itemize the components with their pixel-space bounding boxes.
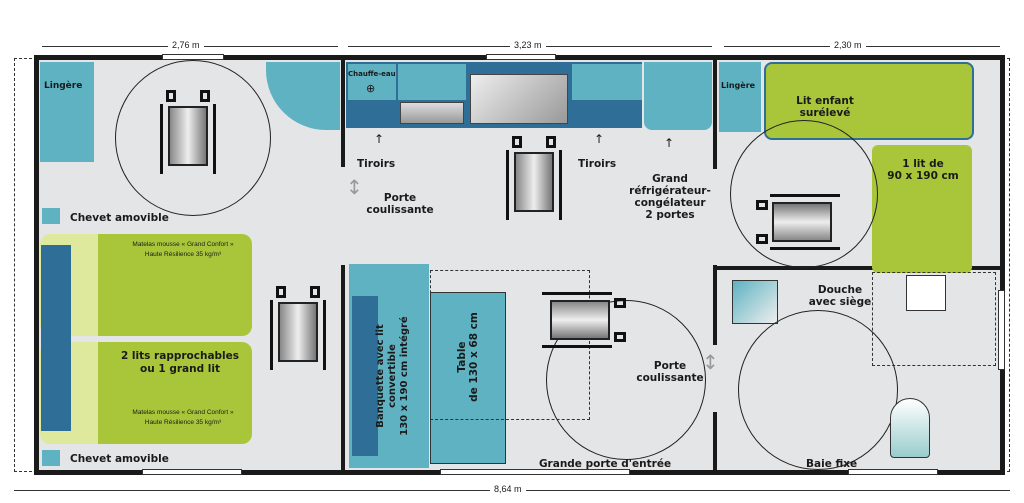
drawers-label-left: Tiroirs <box>357 158 396 170</box>
mattress-note: Matelas mousse « Grand Confort » <box>132 241 234 248</box>
wheelchair-icon <box>756 194 856 250</box>
beds-label: ou 1 grand lit <box>140 363 220 375</box>
sliding-door-arrow[interactable]: ↕ <box>346 175 363 199</box>
linen-label: Lingère <box>44 81 83 91</box>
cabinet <box>572 64 642 100</box>
dim-right: 2,30 m <box>830 40 866 50</box>
window <box>142 469 242 475</box>
nightstand <box>42 450 60 466</box>
window <box>848 469 938 475</box>
fridge <box>644 62 712 130</box>
beds-label: 2 lits rapprochables <box>120 350 240 362</box>
sliding-door-label-1: Porte <box>653 360 687 372</box>
wheelchair-icon <box>270 286 326 386</box>
linen-cupboard <box>40 62 94 162</box>
child-bed-label-1: Lit enfant <box>796 95 854 107</box>
fridge-label-3: congélateur <box>634 197 706 209</box>
partition-1b <box>341 265 345 473</box>
single-bed-label-1: 1 lit de <box>902 158 944 170</box>
fridge-label-1: Grand <box>652 173 688 185</box>
wall-left <box>34 55 39 475</box>
toilet-icon <box>890 398 930 458</box>
sink-icon <box>470 74 568 124</box>
water-heater-icon: ⊕ <box>366 82 376 95</box>
child-bed-label-2: surélevé <box>799 107 851 119</box>
dim-total: 8,64 m <box>490 484 526 494</box>
hob-icon <box>400 102 464 124</box>
entrance-label: Grande porte d'entrée <box>538 458 672 470</box>
bed-bottom <box>40 342 252 444</box>
partition-1a <box>341 57 345 167</box>
window <box>998 290 1005 370</box>
entrance-door[interactable] <box>440 469 630 475</box>
sliding-door-arrow[interactable]: ↕ <box>702 350 719 374</box>
cabinet <box>398 64 466 100</box>
mattress-note: Matelas mousse « Grand Confort » <box>132 409 234 416</box>
shower-area <box>872 272 996 366</box>
sliding-door-label-1: Porte <box>383 192 417 204</box>
mattress-note: Haute Résilience 35 kg/m³ <box>144 251 222 258</box>
sliding-door-label-2: coulissante <box>636 372 704 384</box>
wheelchair-icon <box>506 136 562 236</box>
water-heater-label: Chauffe-eau <box>348 70 396 78</box>
washbasin-icon <box>732 280 778 324</box>
turning-circle <box>730 120 878 268</box>
dim-middle: 3,23 m <box>510 40 546 50</box>
window <box>486 54 556 60</box>
nightstand-label-top: Chevet amovible <box>70 212 169 224</box>
partition-2a <box>713 57 717 169</box>
tiroirs-arrow: ↑ <box>594 132 605 146</box>
headboard <box>41 245 71 431</box>
turning-circle <box>546 300 706 460</box>
water-heater-cabinet <box>348 64 396 100</box>
partition-2c <box>713 412 717 472</box>
bench-back <box>352 296 378 456</box>
drawers-label-right: Tiroirs <box>578 158 617 170</box>
sliding-door-label-2: coulissante <box>366 204 434 216</box>
wheelchair-icon <box>526 292 626 348</box>
single-bed <box>872 145 972 273</box>
fridge-label-2: réfrigérateur- <box>629 185 711 197</box>
turning-circle <box>738 310 898 470</box>
partition-bath <box>716 266 1002 270</box>
tiroirs-arrow: ↑ <box>374 132 385 146</box>
dim-left: 2,76 m <box>168 40 204 50</box>
single-bed-label-2: 90 x 190 cm <box>887 170 959 182</box>
mattress-note: Haute Résilience 35 kg/m³ <box>144 419 222 426</box>
fridge-arrow: ↑ <box>664 136 675 150</box>
partition-2b <box>713 265 717 345</box>
nightstand-label-bottom: Chevet amovible <box>70 453 169 465</box>
linen-label: Lingère <box>721 81 756 90</box>
shower-label-1: Douche <box>817 284 863 296</box>
bench-label-1: Banquette avec lit convertible <box>375 324 398 428</box>
table <box>430 292 506 464</box>
shower-seat-icon <box>906 275 946 311</box>
bed-top <box>40 234 252 336</box>
window <box>162 54 224 60</box>
turning-circle <box>115 60 271 216</box>
fixed-window-label: Baie fixe <box>806 458 858 470</box>
shower-label-2: avec siège <box>808 296 872 308</box>
wheelchair-icon <box>160 90 216 190</box>
bench-label-2: 130 x 190 cm intégré <box>399 316 410 436</box>
wall-right <box>1000 55 1005 475</box>
nightstand <box>42 208 60 224</box>
linen-cupboard <box>719 62 761 132</box>
fridge-label-4: 2 portes <box>645 209 695 221</box>
